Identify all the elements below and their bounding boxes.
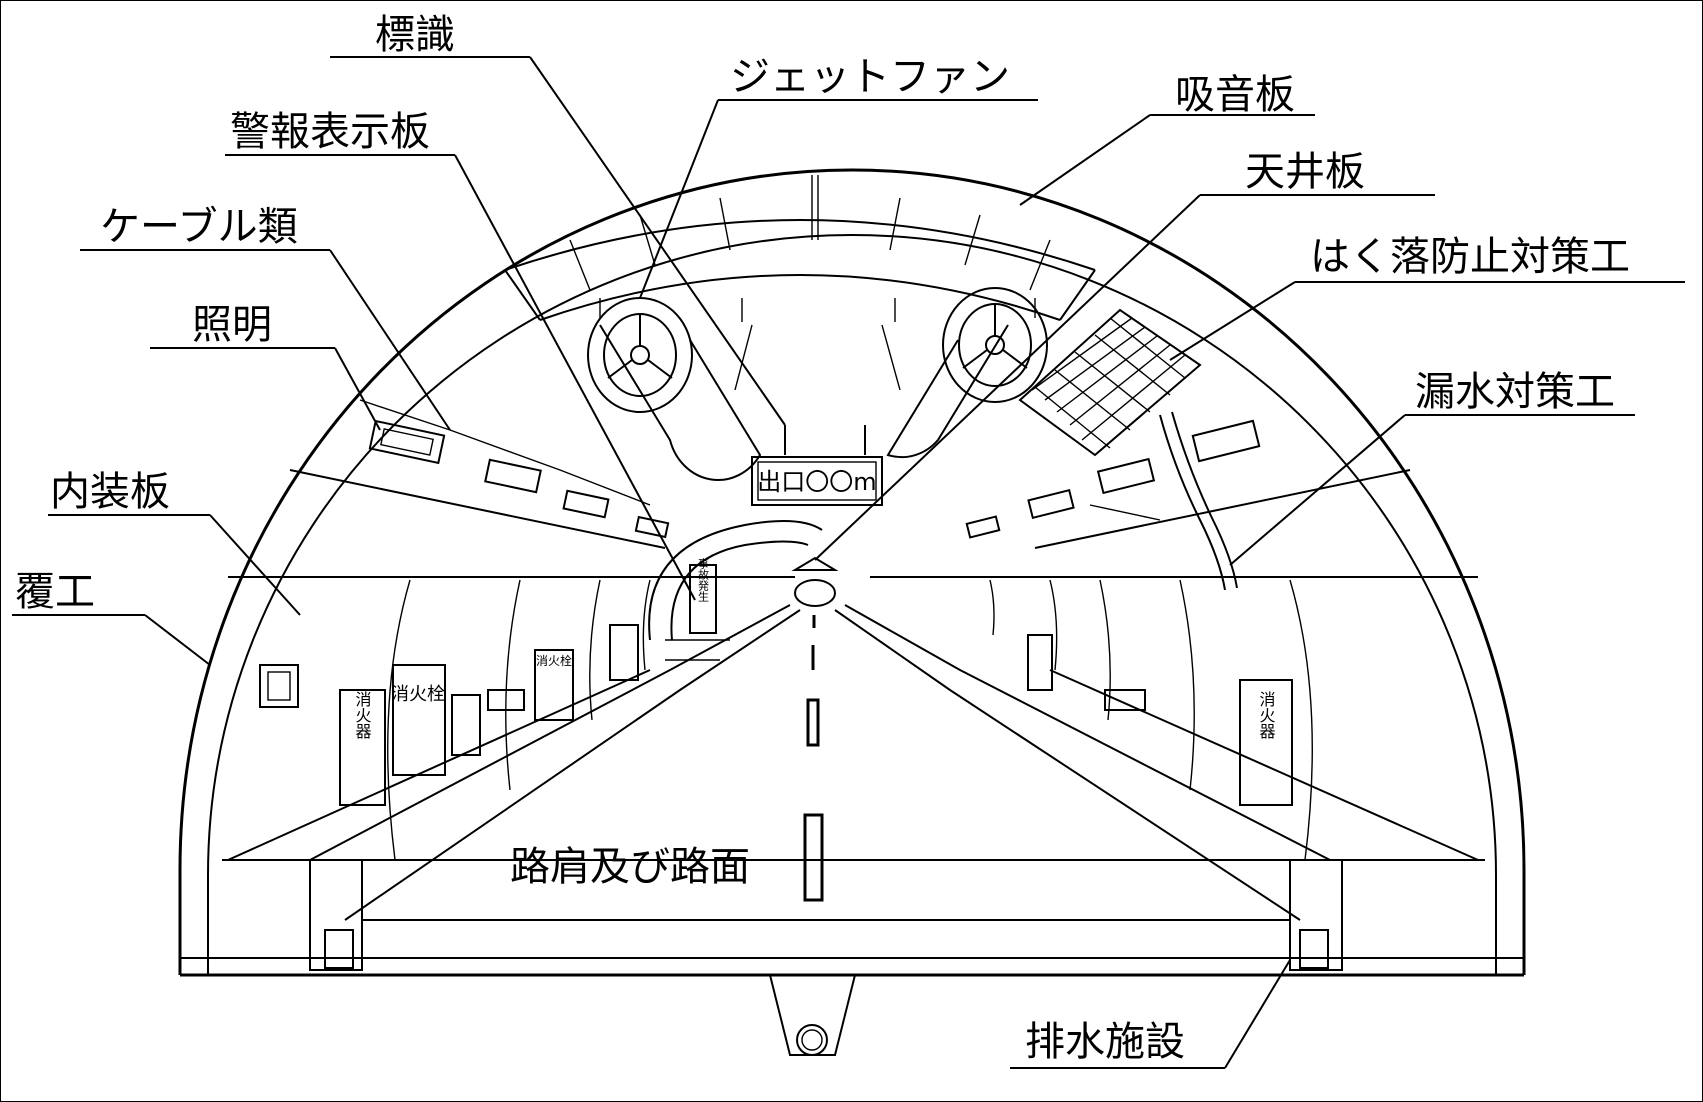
label-lining: 覆工 (15, 569, 95, 615)
spalling-prevention-net (1018, 308, 1202, 457)
labels: 標識 ジェットファン 吸音板 警報表示板 天井板 ケーブル類 はく落防止対策工 … (12, 12, 1685, 1069)
extinguisher-label-right: 消火器 (1257, 691, 1276, 739)
road-surface (227, 604, 1479, 971)
label-jet-fan: ジェットファン (730, 54, 1010, 100)
tunnel-vanishing-area (648, 520, 839, 661)
tunnel-lining (178, 168, 1526, 977)
interior-panel (222, 576, 1485, 861)
extinguisher-label-left: 消火器 (353, 691, 372, 739)
accident-sign-text: 事故発生 (697, 558, 710, 602)
label-sound-absorbing-panel: 吸音板 (1175, 72, 1295, 118)
accident-warning-board (689, 564, 717, 634)
label-interior-panel: 内装板 (50, 469, 170, 515)
hydrant-label-left-far: 消火栓 (536, 653, 572, 668)
jet-fan-right (881, 287, 1048, 459)
exit-sign-text: 出口〇〇m (757, 468, 876, 496)
label-warning-display: 警報表示板 (230, 109, 430, 155)
water-leakage-channel (1089, 411, 1238, 591)
label-lighting: 照明 (192, 302, 272, 348)
label-spalling-prevention: はく落防止対策工 (1310, 234, 1630, 280)
ceiling-panels (289, 175, 1411, 549)
label-ceiling-board: 天井板 (1245, 149, 1365, 195)
exit-sign (751, 425, 883, 506)
label-road-and-shoulder: 路肩及び路面 (510, 844, 750, 890)
label-sign: 標識 (375, 12, 455, 58)
label-cables: ケーブル類 (100, 204, 298, 250)
wall-equipment (259, 624, 1293, 806)
jet-fan-left (587, 297, 762, 481)
light-fixtures (359, 399, 1261, 539)
label-drainage: 排水施設 (1025, 1019, 1185, 1065)
label-water-leakage: 漏水対策工 (1415, 369, 1615, 415)
drainage-facility (769, 974, 856, 1056)
hydrant-label-left: 消火栓 (391, 684, 445, 705)
